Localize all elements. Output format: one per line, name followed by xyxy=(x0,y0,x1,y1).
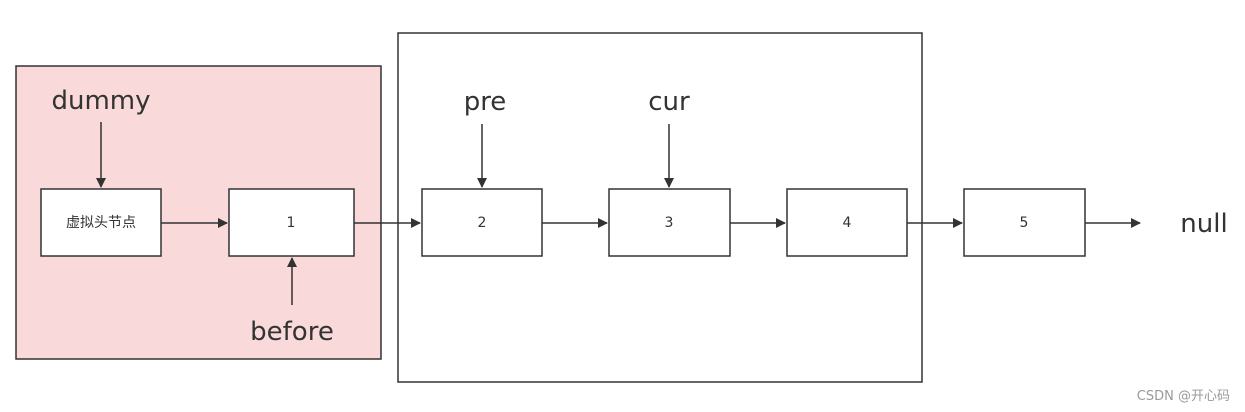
node-5: 5 xyxy=(963,188,1086,257)
node-3: 3 xyxy=(608,188,731,257)
node-4-label: 4 xyxy=(843,215,852,231)
node-2-label: 2 xyxy=(478,215,487,231)
before-label: before xyxy=(250,317,334,347)
node-dummy-head-label: 虚拟头节点 xyxy=(66,215,136,231)
node-1: 1 xyxy=(228,188,355,257)
node-1-label: 1 xyxy=(287,215,296,231)
dummy-label: dummy xyxy=(51,86,150,116)
node-dummy-head: 虚拟头节点 xyxy=(40,188,162,257)
node-5-label: 5 xyxy=(1020,215,1029,231)
cur-label: cur xyxy=(648,87,690,117)
reverse-region xyxy=(397,32,923,383)
node-2: 2 xyxy=(421,188,543,257)
node-3-label: 3 xyxy=(665,215,674,231)
node-4: 4 xyxy=(786,188,908,257)
pre-label: pre xyxy=(464,87,507,117)
watermark: CSDN @开心码 xyxy=(1137,389,1230,404)
null-label: null xyxy=(1180,209,1227,239)
